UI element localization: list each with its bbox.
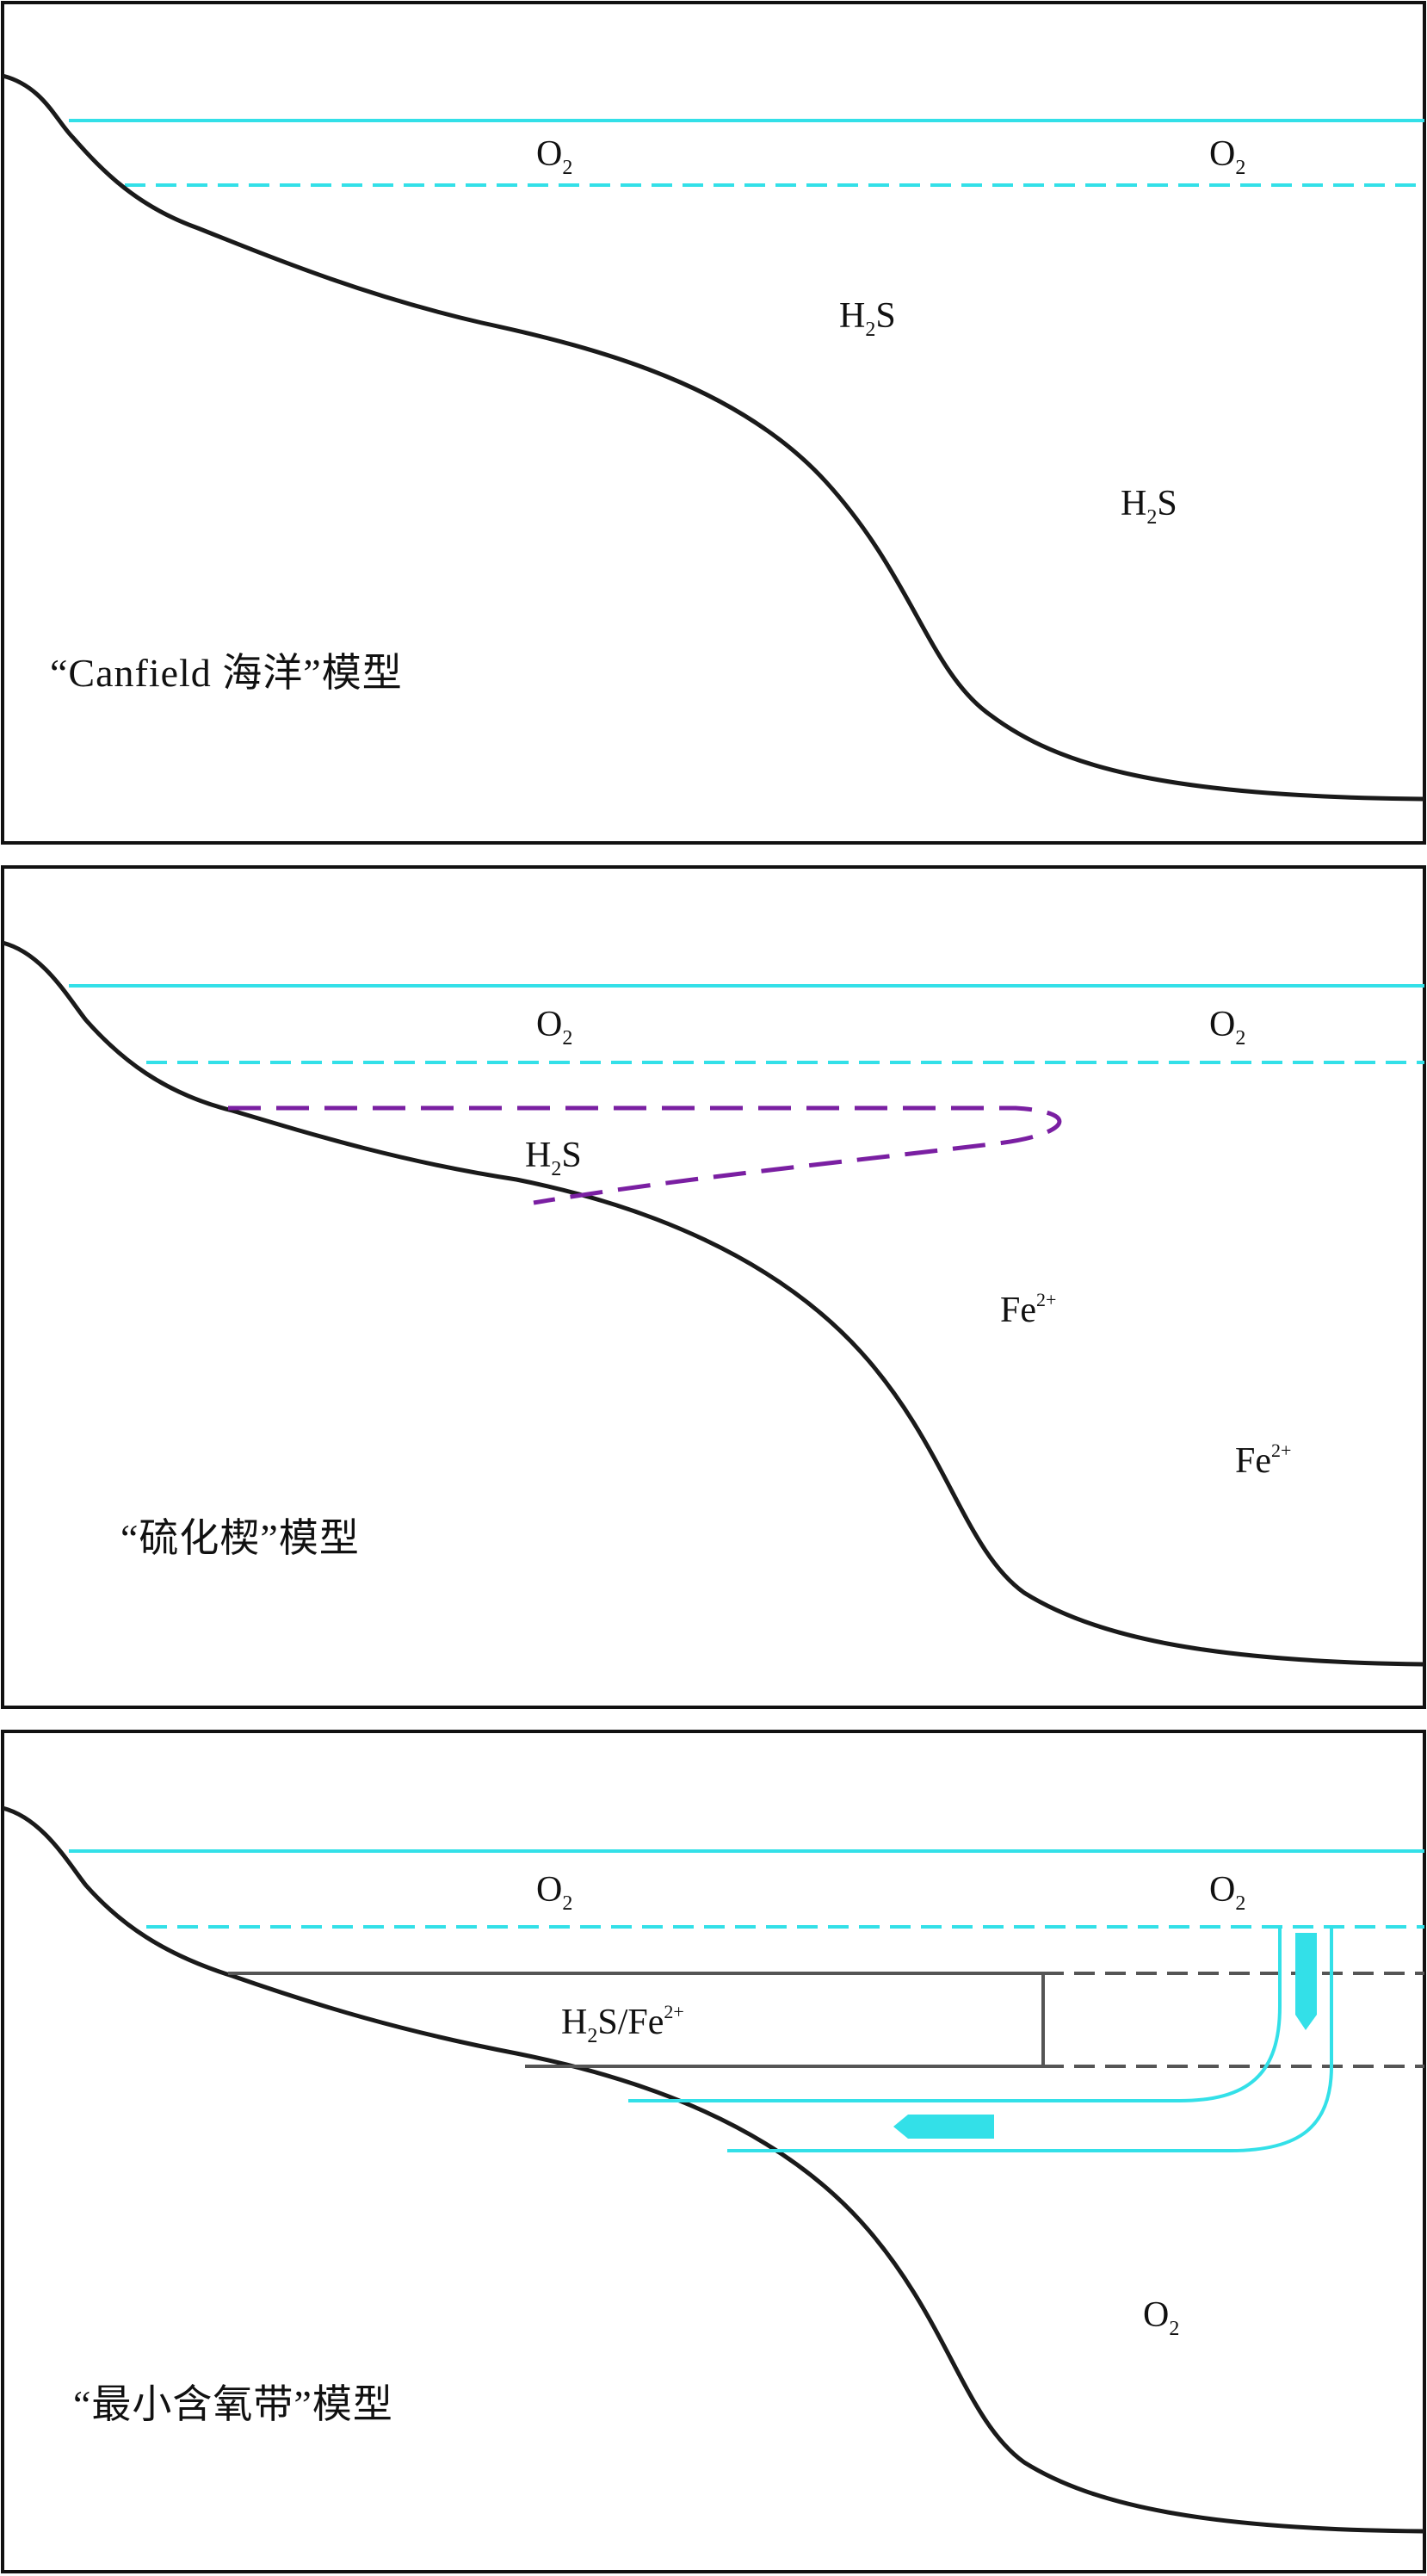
seafloor-profile	[2, 940, 1425, 1667]
landward-flow-arrow	[893, 2115, 994, 2139]
panel-border	[1, 1730, 1426, 2573]
o2-label: O2	[1209, 1005, 1245, 1050]
seafloor-profile	[2, 73, 1425, 802]
o2-label: O2	[1143, 2295, 1179, 2340]
panel-border	[1, 865, 1426, 1709]
o2-label: O2	[536, 1005, 572, 1050]
panel-border	[1, 1, 1426, 845]
sulfidic-wedge-boundary	[228, 1105, 1062, 1205]
seafloor-profile	[2, 1805, 1425, 2534]
panel-title: “最小含氧带”模型	[73, 2382, 393, 2426]
o2-label: O2	[536, 134, 572, 179]
o2-label: O2	[1209, 134, 1245, 179]
panel-sulfidic-wedge: O2 O2 H2S Fe2+ Fe2+ “硫化楔”模型	[1, 865, 1426, 1709]
o2-label: O2	[536, 1870, 572, 1915]
h2s-label: H2S	[1121, 484, 1177, 529]
fe2-label: Fe2+	[1000, 1289, 1056, 1330]
panel-canfield-ocean: O2 O2 H2S H2S “Canfield 海洋”模型	[1, 1, 1426, 845]
panel-title: “硫化楔”模型	[120, 1516, 360, 1560]
panel-title: “Canfield 海洋”模型	[50, 651, 403, 695]
h2s-label: H2S	[525, 1136, 582, 1180]
downward-flow-arrow	[1295, 1933, 1317, 2030]
o2-label: O2	[1209, 1870, 1245, 1915]
panel-oxygen-minimum-zone: O2 O2 H2S/Fe2+ O2 “最小含氧带”模型	[1, 1730, 1426, 2573]
h2s-label: H2S	[839, 296, 896, 341]
upwelling-current-outer	[727, 1927, 1333, 2152]
h2s-fe2-label: H2S/Fe2+	[561, 2001, 684, 2047]
fe2-label: Fe2+	[1235, 1440, 1291, 1481]
upwelling-current-inner	[628, 1927, 1282, 2102]
